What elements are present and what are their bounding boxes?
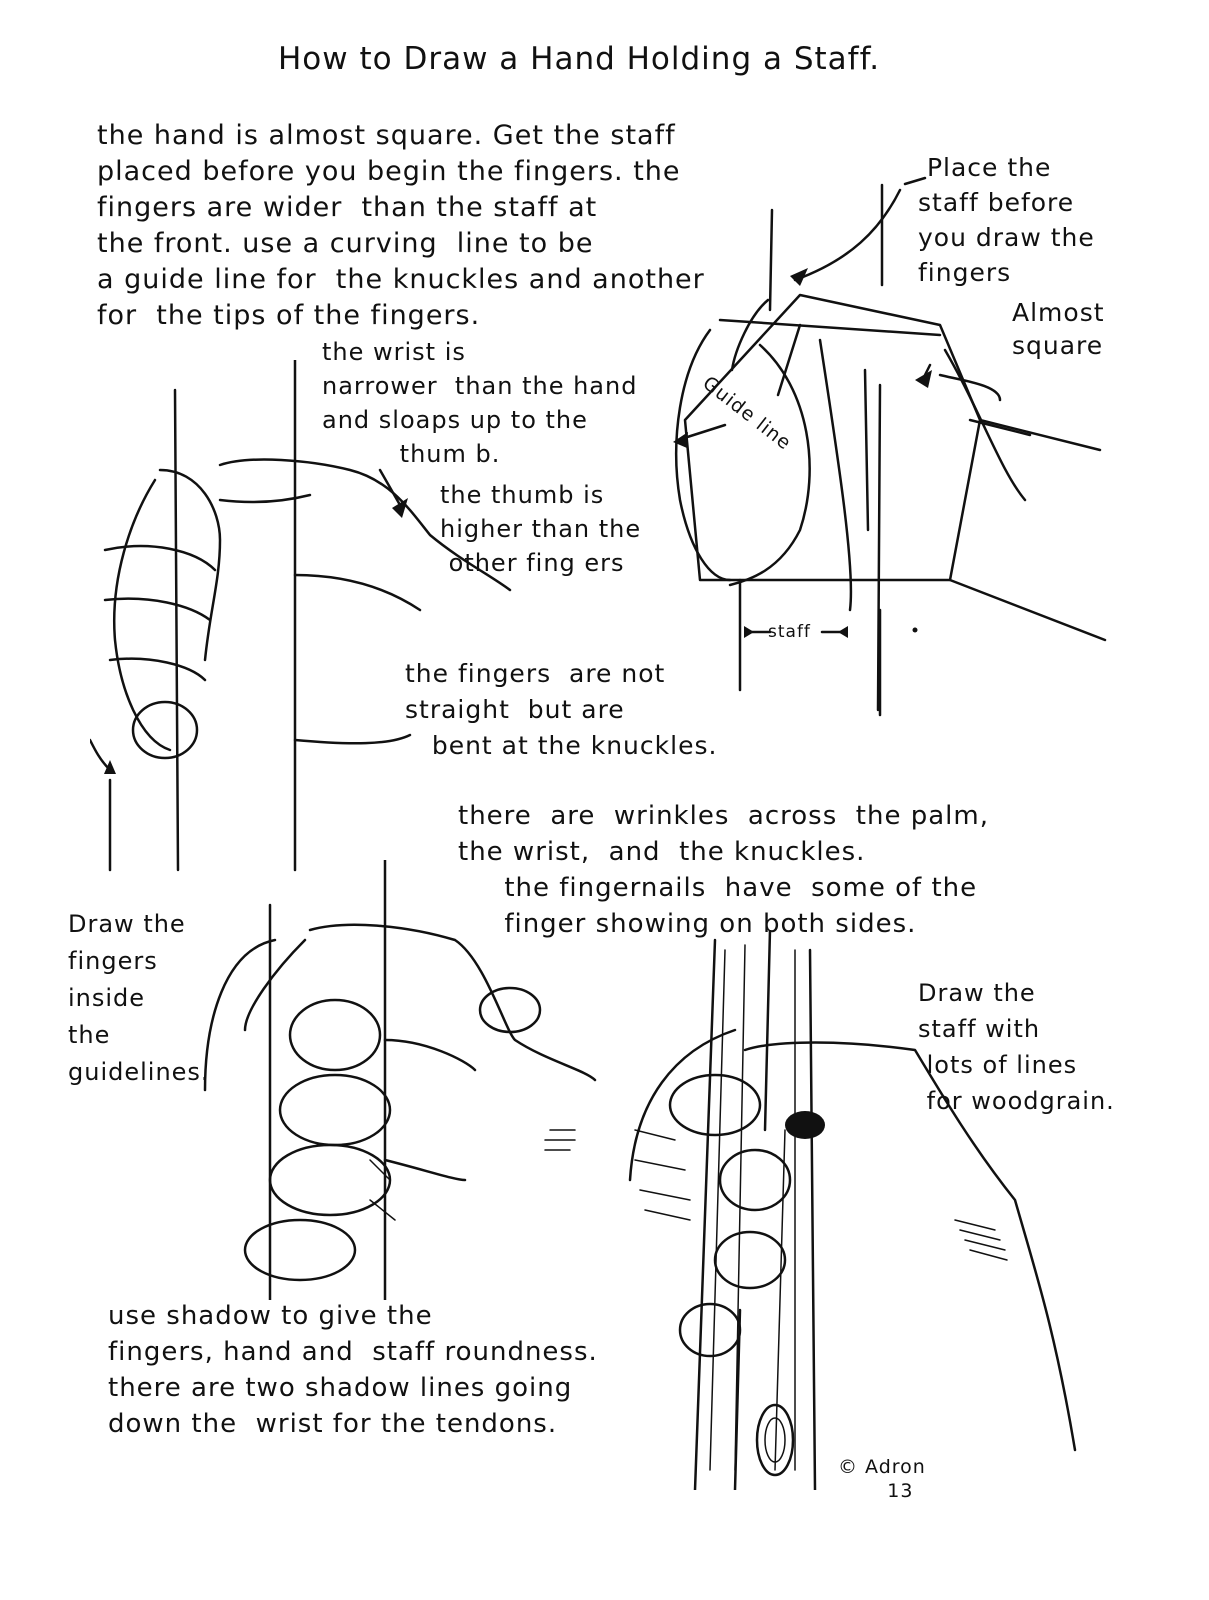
step4-finished-drawing [615,930,1095,1490]
page-title: How to Draw a Hand Holding a Staff. [278,41,881,77]
step2-finger-blocks-drawing [90,360,610,880]
place-staff-note: Place the staff before you draw the fing… [918,153,1095,287]
woodgrain-note: Draw the staff with lots of lines for wo… [918,979,1115,1115]
fingers-bent-note: the fingers are not straight but are ben… [405,659,718,760]
almost-square-note: Almost square [1012,298,1105,360]
draw-fingers-note: Draw the fingers inside the guidelines. [68,910,210,1086]
wrist-note: the wrist is narrower than the hand and … [322,338,638,468]
wrinkles-note: there are wrinkles across the palm, the … [458,801,989,939]
step1-construction-drawing [640,170,1120,730]
step3-fingers-drawing [185,860,605,1300]
intro-instructions: the hand is almost square. Get the staff… [97,120,705,331]
staff-label: staff [768,622,811,642]
thumb-note: the thumb is higher than the other fing … [440,481,642,577]
artist-signature: © Adron 13 [838,1456,926,1502]
shadow-note: use shadow to give the fingers, hand and… [108,1301,598,1439]
